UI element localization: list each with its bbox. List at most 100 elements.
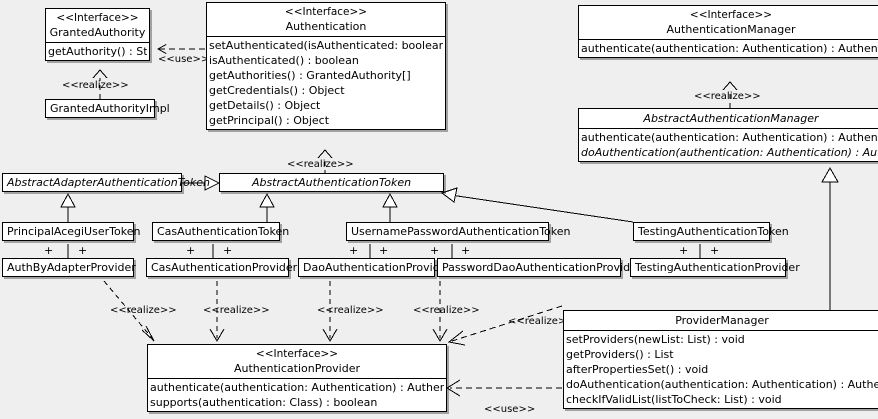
class-header-authentication-provider: <<Interface>> AuthenticationProvider — [148, 345, 446, 378]
edge-label-realize-abstractauthenticationtoken: <<realize>> — [287, 159, 354, 170]
class-name-label: Authentication — [285, 20, 367, 33]
class-name-label: AuthenticationProvider — [233, 362, 361, 375]
class-box-authentication-manager[interactable]: <<Interface>> AuthenticationManager auth… — [578, 5, 878, 58]
method-row: authenticate(authentication: Authenticat… — [150, 381, 444, 394]
edge-providermanager-extends-abstractauthenticationmanager — [821, 166, 839, 310]
class-box-username-password-authentication-token[interactable]: UsernamePasswordAuthenticationToken — [346, 222, 571, 241]
assoc-plus-marker: + — [710, 244, 720, 257]
class-name-label: PrincipalAcegiUserToken — [7, 225, 141, 238]
compartment-divider — [207, 36, 445, 37]
class-methods-provider-manager: setProviders(newList: List) : void getPr… — [564, 331, 878, 408]
method-row: setAuthenticated(isAuthenticated: boolea… — [209, 39, 443, 52]
class-name-label: GrantedAuthorityImpl — [50, 102, 170, 115]
assoc-plus-marker: + — [461, 244, 471, 257]
class-methods-authentication-manager: authenticate(authentication: Authenticat… — [579, 40, 878, 57]
class-methods-authentication-provider: authenticate(authentication: Authenticat… — [148, 379, 446, 411]
class-header-testing-authentication-token: TestingAuthenticationToken — [634, 223, 789, 240]
class-name-label: CasAuthenticationToken — [157, 225, 290, 238]
edge-label-use-grantedauthority: <<use>> — [158, 54, 210, 65]
class-name-label: AuthByAdapterProvider — [7, 261, 136, 274]
class-header-password-dao-authentication-provider: PasswordDaoAuthenticationProvider — [438, 259, 642, 276]
method-row: checkIfValidList(listToCheck: List) : vo… — [566, 393, 782, 406]
method-row: isAuthenticated() : boolean — [209, 54, 359, 67]
class-name-label: AbstractAdapterAuthenticationToken — [7, 176, 210, 189]
assoc-plus-marker: + — [78, 244, 88, 257]
edge-label-realize-providermanager: <<realize>> — [508, 316, 575, 327]
class-box-authentication-provider[interactable]: <<Interface>> AuthenticationProvider aut… — [147, 344, 447, 412]
class-header-authentication-manager: <<Interface>> AuthenticationManager — [579, 6, 878, 39]
class-methods-granted-authority: getAuthority() : String — [46, 43, 149, 60]
class-header-cas-authentication-provider: CasAuthenticationProvider — [147, 259, 297, 276]
edge-usernamepasswordtoken-extends-abstractauthenticationtoken — [382, 192, 398, 222]
class-methods-abstract-authentication-manager: authenticate(authentication: Authenticat… — [579, 129, 878, 161]
class-header-auth-by-adapter-provider: AuthByAdapterProvider — [3, 259, 136, 276]
assoc-plus-marker: + — [44, 244, 54, 257]
class-header-abstract-authentication-token: AbstractAuthenticationToken — [220, 174, 443, 191]
method-row: getPrincipal() : Object — [209, 114, 330, 127]
class-name-label: AbstractAuthenticationManager — [643, 112, 819, 125]
class-name-label: AbstractAuthenticationToken — [251, 176, 412, 189]
class-name-label: PasswordDaoAuthenticationProvider — [442, 261, 642, 274]
edge-label-realize-authbyadapterprovider: <<realize>> — [110, 305, 177, 316]
class-header-granted-authority-impl: GrantedAuthorityImpl — [46, 100, 170, 117]
edge-label-realize-daoauthenticationprovider: <<realize>> — [317, 305, 384, 316]
method-row-abstract: doAuthentication(authentication: Authent… — [581, 146, 878, 159]
method-row: doAuthentication(authentication: Authent… — [566, 378, 878, 391]
class-name-label: GrantedAuthority — [49, 26, 146, 39]
assoc-plus-marker: + — [379, 244, 389, 257]
assoc-plus-marker: + — [679, 244, 689, 257]
class-header-granted-authority: <<Interface>> GrantedAuthority — [46, 9, 149, 42]
edge-providermanager-uses-authenticationprovider — [446, 379, 562, 397]
class-name-label: DaoAuthenticationProvider — [303, 261, 451, 274]
class-header-cas-authentication-token: CasAuthenticationToken — [153, 223, 290, 240]
assoc-plus-marker: + — [223, 244, 233, 257]
class-box-dao-authentication-provider[interactable]: DaoAuthenticationProvider — [298, 258, 451, 277]
class-box-auth-by-adapter-provider[interactable]: AuthByAdapterProvider — [2, 258, 136, 277]
method-row: authenticate(authentication: Authenticat… — [581, 42, 878, 55]
class-box-authentication[interactable]: <<Interface>> Authentication setAuthenti… — [206, 2, 446, 130]
compartment-divider — [46, 42, 149, 43]
class-box-abstract-authentication-manager[interactable]: AbstractAuthenticationManager authentica… — [578, 108, 878, 162]
class-header-principal-acegi-user-token: PrincipalAcegiUserToken — [3, 223, 141, 240]
method-row: getAuthorities() : GrantedAuthority[] — [209, 69, 411, 82]
edge-label-realize-grantedauthorityimpl: <<realize>> — [62, 80, 129, 91]
edge-principalacegiusertoken-extends-abstractadaptertoken — [60, 192, 76, 222]
class-box-password-dao-authentication-provider[interactable]: PasswordDaoAuthenticationProvider — [437, 258, 642, 277]
edge-casauthenticationtoken-extends-abstractauthenticationtoken — [259, 192, 275, 222]
class-box-cas-authentication-token[interactable]: CasAuthenticationToken — [152, 222, 290, 241]
class-box-principal-acegi-user-token[interactable]: PrincipalAcegiUserToken — [2, 222, 141, 241]
assoc-plus-marker: + — [186, 244, 196, 257]
class-name-label: UsernamePasswordAuthenticationToken — [351, 225, 571, 238]
method-row: getCredentials() : Object — [209, 84, 345, 97]
class-box-provider-manager[interactable]: ProviderManager setProviders(newList: Li… — [563, 310, 878, 409]
class-name-label: TestingAuthenticationProvider — [635, 261, 800, 274]
compartment-divider — [579, 39, 878, 40]
class-box-testing-authentication-provider[interactable]: TestingAuthenticationProvider — [630, 258, 800, 277]
class-box-abstract-authentication-token[interactable]: AbstractAuthenticationToken — [219, 173, 444, 192]
class-box-granted-authority[interactable]: <<Interface>> GrantedAuthority getAuthor… — [45, 8, 150, 61]
edge-label-realize-casauthenticationprovider: <<realize>> — [203, 305, 270, 316]
compartment-divider — [579, 128, 878, 129]
edge-label-realize-authenticationmanager: <<realize>> — [694, 91, 761, 102]
edge-testingauthenticationtoken-extends-abstractauthenticationtoken — [440, 187, 634, 223]
class-box-testing-authentication-token[interactable]: TestingAuthenticationToken — [633, 222, 789, 241]
class-header-abstract-adapter-authentication-token: AbstractAdapterAuthenticationToken — [3, 174, 210, 191]
compartment-divider — [148, 378, 446, 379]
stereotype-label: <<Interface>> — [689, 9, 773, 21]
compartment-divider — [564, 330, 878, 331]
method-row: getDetails() : Object — [209, 99, 321, 112]
edge-label-use-providermanager: <<use>> — [484, 404, 536, 415]
method-row: supports(authentication: Class) : boolea… — [150, 396, 378, 409]
class-box-granted-authority-impl[interactable]: GrantedAuthorityImpl — [45, 99, 170, 118]
assoc-plus-marker: + — [430, 244, 440, 257]
method-row: getProviders() : List — [566, 348, 674, 361]
class-header-abstract-authentication-manager: AbstractAuthenticationManager — [579, 109, 878, 128]
class-box-abstract-adapter-authentication-token[interactable]: AbstractAdapterAuthenticationToken — [2, 173, 210, 192]
stereotype-label: <<Interface>> — [284, 6, 368, 18]
stereotype-label: <<Interface>> — [56, 12, 139, 24]
class-methods-authentication: setAuthenticated(isAuthenticated: boolea… — [207, 37, 445, 129]
method-row: authenticate(authentication: Authenticat… — [581, 131, 878, 144]
class-box-cas-authentication-provider[interactable]: CasAuthenticationProvider — [146, 258, 297, 277]
class-header-provider-manager: ProviderManager — [564, 311, 878, 330]
